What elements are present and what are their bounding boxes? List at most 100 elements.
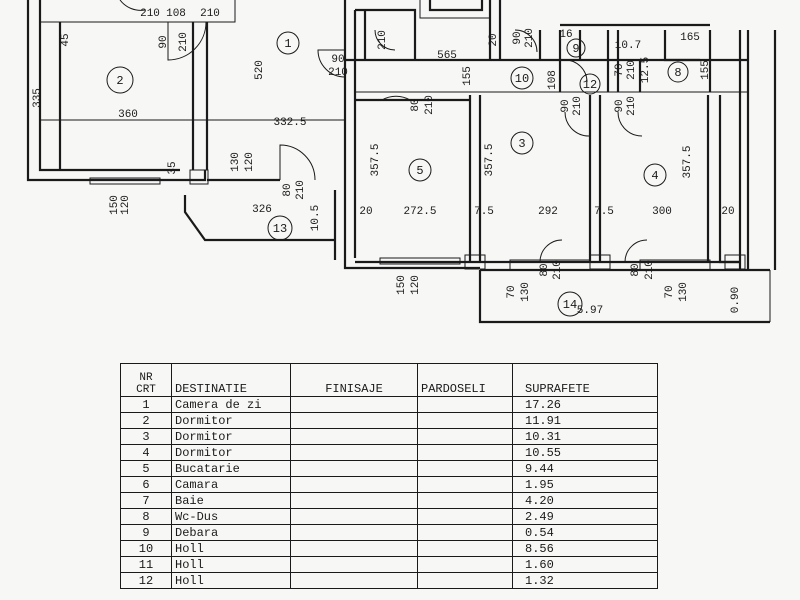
- dimension-label: 10.7: [615, 40, 641, 52]
- room-circle-1: [276, 31, 300, 55]
- room-number-8: 8: [674, 66, 681, 80]
- header-nr-crt: NR CRT: [120, 363, 172, 397]
- room-circle-10: [510, 66, 534, 90]
- dimension-label: 210: [524, 28, 536, 48]
- dimension-label: 80: [630, 263, 642, 276]
- cell-nr: 8: [120, 508, 172, 525]
- door-swings: [119, 0, 648, 263]
- cell-destinatie: Camera de zi: [171, 396, 291, 413]
- cell-finisaje: [290, 428, 418, 445]
- cell-suprafete: 9.44: [512, 460, 658, 477]
- windows: [89, 169, 746, 271]
- cell-pardoseli: [417, 508, 513, 525]
- cell-nr: 11: [120, 556, 172, 573]
- cell-finisaje: [290, 556, 418, 573]
- dimension-label: 357.5: [682, 145, 694, 178]
- cell-pardoseli: [417, 396, 513, 413]
- cell-nr: 5: [120, 460, 172, 477]
- dimension-label: 155: [700, 60, 712, 80]
- dimension-label: 332.5: [273, 117, 306, 129]
- header-finisaje: FINISAJE: [290, 363, 418, 397]
- cell-pardoseli: [417, 492, 513, 509]
- room-schedule-table: NR CRT DESTINATIE FINISAJE PARDOSELI SUP…: [120, 363, 658, 589]
- dimension-label: 335: [32, 88, 44, 108]
- room-circle-3: [510, 131, 534, 155]
- cell-pardoseli: [417, 428, 513, 445]
- cell-nr: 1: [120, 396, 172, 413]
- dimension-label: 210: [552, 260, 564, 280]
- cell-destinatie: Baie: [171, 492, 291, 509]
- cell-destinatie: Holl: [171, 556, 291, 573]
- dimension-label: 210: [626, 60, 638, 80]
- dimension-label: 130: [678, 282, 690, 302]
- dimension-label: 108: [547, 70, 559, 90]
- cell-destinatie: Debara: [171, 524, 291, 541]
- dimension-label: 80: [410, 98, 422, 111]
- dimension-label: 80: [282, 183, 294, 196]
- dimension-label: 120: [120, 195, 132, 215]
- dimension-label: 130: [520, 282, 532, 302]
- dimension-label: 210: [200, 8, 220, 20]
- cell-nr: 12: [120, 572, 172, 589]
- dimension-label: 326: [252, 204, 272, 216]
- room-circle-9: [566, 38, 586, 58]
- dimension-label: 90: [560, 99, 572, 112]
- cell-suprafete: 8.56: [512, 540, 658, 557]
- cell-destinatie: Wc-Dus: [171, 508, 291, 525]
- cell-suprafete: 10.55: [512, 444, 658, 461]
- cell-suprafete: 0.54: [512, 524, 658, 541]
- cell-pardoseli: [417, 572, 513, 589]
- cell-pardoseli: [417, 524, 513, 541]
- cell-nr: 6: [120, 476, 172, 493]
- cell-nr: 3: [120, 428, 172, 445]
- cell-destinatie: Dormitor: [171, 428, 291, 445]
- room-number-5: 5: [416, 164, 423, 178]
- dimension-label: 210: [328, 67, 348, 79]
- dimension-label: 12.5: [640, 57, 652, 83]
- dimension-label: 210: [140, 8, 160, 20]
- dimension-label: 155: [462, 66, 474, 86]
- dimension-label: 272.5: [403, 206, 436, 218]
- room-number-14: 14: [563, 298, 577, 312]
- cell-suprafete: 4.20: [512, 492, 658, 509]
- header-destinatie: DESTINATIE: [171, 363, 291, 397]
- cell-destinatie: Holl: [171, 572, 291, 589]
- room-number-4: 4: [651, 169, 658, 183]
- cell-suprafete: 1.95: [512, 476, 658, 493]
- dimension-label: 7.5: [474, 206, 494, 218]
- dimension-label: 210: [572, 96, 584, 116]
- dimension-label: 150: [109, 195, 121, 215]
- cell-finisaje: [290, 572, 418, 589]
- dimension-label: 10.5: [310, 205, 322, 231]
- dimension-label: 108: [166, 8, 186, 20]
- cell-destinatie: Bucatarie: [171, 460, 291, 477]
- dimension-label: 210: [424, 95, 436, 115]
- cell-pardoseli: [417, 444, 513, 461]
- dimension-label: 7.5: [594, 206, 614, 218]
- cell-finisaje: [290, 444, 418, 461]
- dimension-label: 360: [118, 109, 138, 121]
- cell-suprafete: 1.60: [512, 556, 658, 573]
- dimension-label: 70: [664, 285, 676, 298]
- dimension-label: 20: [721, 206, 734, 218]
- dimension-label: 5.97: [577, 305, 603, 317]
- cell-nr: 9: [120, 524, 172, 541]
- dimension-label: 130: [230, 152, 242, 172]
- room-circle-8: [667, 61, 689, 83]
- dimension-label: 210: [377, 30, 389, 50]
- room-number-2: 2: [116, 74, 123, 88]
- room-number-12: 12: [583, 78, 597, 92]
- cell-pardoseli: [417, 476, 513, 493]
- cell-destinatie: Holl: [171, 540, 291, 557]
- cell-suprafete: 2.49: [512, 508, 658, 525]
- dimension-label: 45: [60, 33, 72, 46]
